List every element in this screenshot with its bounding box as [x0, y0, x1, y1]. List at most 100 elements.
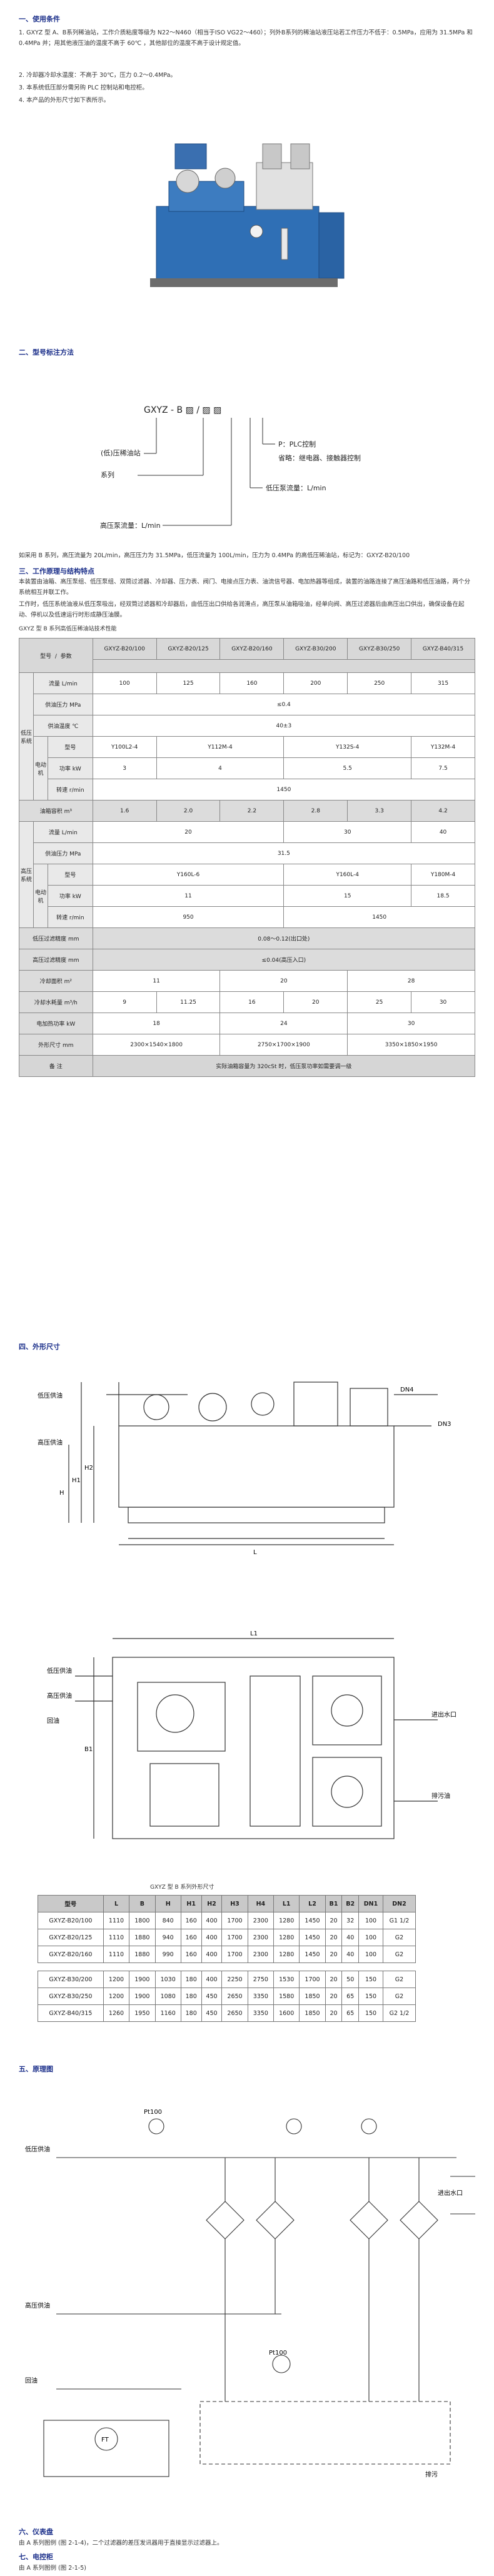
cell: 7.5 [411, 757, 475, 779]
table-cell: 32 [341, 1912, 360, 1929]
label-lp-supply: 低压供油 [38, 1392, 63, 1400]
table-cell: 150 [358, 1971, 383, 1988]
row-label: 供油压力 MPa [33, 842, 93, 864]
table-cell: 1030 [154, 1971, 181, 1988]
row-label: 低压过滤精度 mm [19, 927, 93, 949]
row-label: 流量 L/min [33, 821, 93, 843]
label-return: 回油 [25, 2376, 38, 2385]
cell: Y132S-4 [283, 736, 412, 758]
dim-table-header: 型号 L B H H1 H2 H3 H4 L1 L2 B1 B2 DN1 DN2 [38, 1895, 416, 1912]
table-cell: 400 [201, 1971, 223, 1988]
table-cell: GXYZ-B30/250 [38, 1988, 104, 2005]
table-cell: 1280 [273, 1929, 300, 1946]
product-photo [131, 119, 350, 300]
table-cell: 150 [358, 1988, 383, 2005]
table-cell: 400 [201, 1912, 223, 1929]
row-label: 冷却面积 m² [19, 970, 93, 992]
table-cell: 20 [325, 1946, 343, 1963]
cell: 0.08～0.12(出口处) [92, 927, 476, 949]
instrument-text-2: 由 A 系列图例 (图 2-1-5) [19, 2565, 86, 2572]
cell: 11 [92, 885, 285, 907]
cell: Y180M-4 [411, 864, 475, 886]
cell: 2.8 [283, 800, 348, 822]
table-cell: 20 [325, 1912, 343, 1929]
table-cell: 1900 [129, 1971, 156, 1988]
table-cell: 400 [201, 1946, 223, 1963]
table-cell: 990 [154, 1946, 181, 1963]
row-spacer [38, 1962, 416, 1971]
cell: 40 [411, 821, 475, 843]
instrument-text-1: 由 A 系列图例 (图 2-1-4)，二个过滤器的差压发讯器用于直接显示过滤器上… [19, 2540, 223, 2547]
model-code-string: GXYZ - B ▨ / ▨ ▨ [144, 405, 221, 415]
usage-paragraph-4: 4. 本产品的外形尺寸如下表所示。 [19, 97, 110, 104]
table-cell: 1880 [129, 1929, 156, 1946]
table-cell: 1850 [299, 2004, 326, 2022]
table-cell: 1850 [299, 1988, 326, 2005]
row-label: 流量 L/min [33, 672, 93, 694]
table-cell: 1530 [273, 1971, 300, 1988]
row-label: 油箱容积 m³ [19, 800, 93, 822]
cell: 11 [92, 970, 221, 992]
table-cell: GXYZ-B20/125 [38, 1929, 104, 1946]
principle-paragraph-2: 工作时，低压系统油液从低压泵吸出，经双筒过滤器和冷却器后，由低压出口供给各润滑点… [19, 601, 465, 619]
cell: ≤0.4 [92, 694, 476, 715]
header-cell: B2 [341, 1895, 360, 1912]
parameter-table: 型号 / 参数 GXYZ-B20/100 GXYZ-B20/125 GXYZ-B… [19, 638, 476, 1077]
table-cell: 1110 [103, 1929, 130, 1946]
table-cell: 1450 [299, 1929, 326, 1946]
label-hp-port: 高压供油 [47, 1692, 72, 1700]
label-h: H [59, 1490, 64, 1497]
table-cell: 160 [180, 1946, 202, 1963]
table-cell: 1110 [103, 1946, 130, 1963]
row-label: 外形尺寸 mm [19, 1034, 93, 1056]
label-hp-supply: 高压供油 [38, 1438, 63, 1447]
param-table-title: GXYZ 型 B 系列高低压稀油站技术性能 [19, 626, 117, 632]
label-plc: P：PLC控制 [278, 440, 316, 448]
table-cell: 40 [341, 1929, 360, 1946]
cell: 15 [283, 885, 412, 907]
model-code-diagram: GXYZ - B ▨ / ▨ ▨ 高(低)压稀油站 B 系列 高压泵流量：L/m… [100, 405, 361, 530]
table-cell: 160 [180, 1929, 202, 1946]
model-col: GXYZ-B30/250 [347, 638, 412, 660]
cell: 250 [347, 672, 412, 694]
model-col: GXYZ-B30/200 [283, 638, 348, 660]
dimension-table: 型号 L B H H1 H2 H3 H4 L1 L2 B1 B2 DN1 DN2… [38, 1895, 416, 2022]
header-cell: H4 [247, 1895, 275, 1912]
table-cell: 1450 [299, 1946, 326, 1963]
label-h2: H2 [84, 1465, 93, 1472]
table-cell: 2650 [221, 1988, 248, 2005]
row-label: 型号 [48, 864, 93, 886]
table-cell: G2 [382, 1971, 416, 1988]
cell: 1450 [283, 906, 475, 928]
cell: 实际油箱容量为 320cSt 时，低压泵功率如需要调一级 [92, 1055, 476, 1077]
spacer-cell [38, 1962, 416, 1971]
table-cell: 840 [154, 1912, 181, 1929]
table-cell: G1 1/2 [382, 1912, 416, 1929]
label-series: B 系列 [100, 470, 114, 479]
cell: Y132M-4 [411, 736, 475, 758]
header-cell: H [154, 1895, 181, 1912]
table-cell: 150 [358, 2004, 383, 2022]
row-label: 供油温度 ℃ [33, 715, 93, 737]
table-cell: 100 [358, 1912, 383, 1929]
table-cell: 1450 [299, 1912, 326, 1929]
cell: 11.25 [156, 991, 221, 1013]
table-cell: 1700 [221, 1946, 248, 1963]
table-cell: GXYZ-B40/315 [38, 2004, 104, 2022]
label-drain: 排污 [425, 2470, 438, 2478]
header-cell: B [129, 1895, 156, 1912]
cell: Y100L2-4 [92, 736, 157, 758]
spacer [92, 659, 476, 673]
table-cell: GXYZ-B20/160 [38, 1946, 104, 1963]
table-cell: 65 [341, 1988, 360, 2005]
param-table-corner: 型号 / 参数 [19, 638, 93, 673]
section-heading-schematic: 五、原理图 [19, 2065, 53, 2073]
label-lp-port: 低压供油 [47, 1667, 72, 1675]
cell: 25 [347, 991, 412, 1013]
label-dn3: DN3 [438, 1421, 451, 1428]
table-cell: 2300 [247, 1929, 275, 1946]
front-view-drawing: 高压供油 低压供油 DN4 DN3 H2 H1 H L [38, 1381, 451, 1556]
